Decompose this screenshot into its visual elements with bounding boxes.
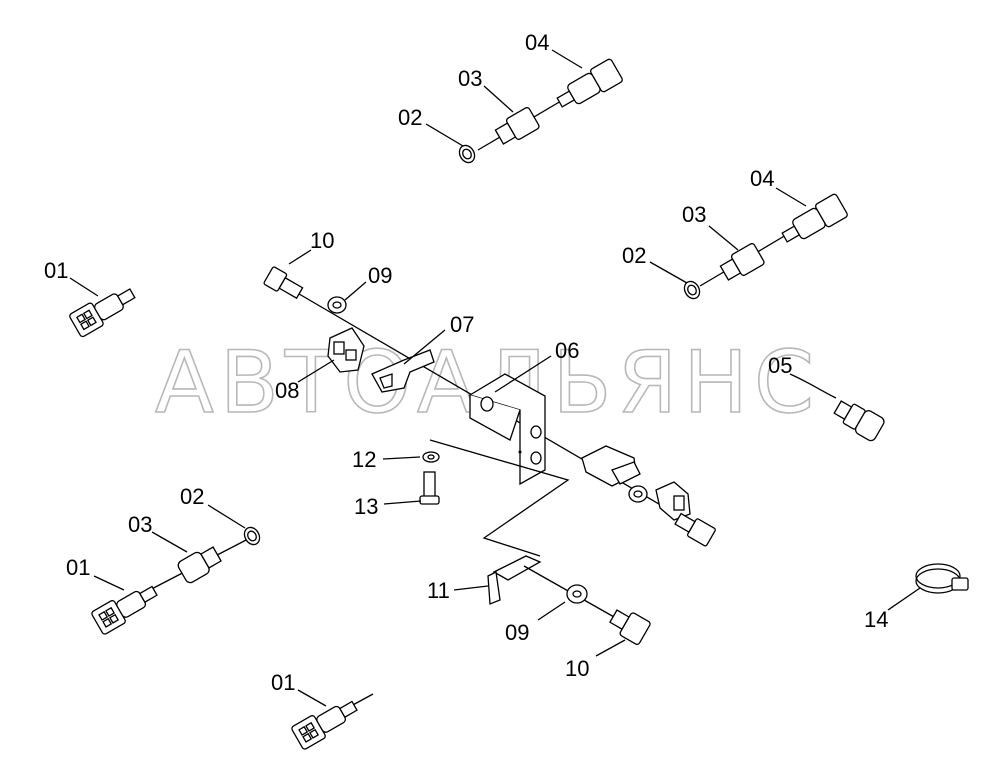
temperature-sensor-part bbox=[833, 400, 885, 442]
top-sensor-group: 02 03 04 bbox=[398, 30, 623, 164]
adapter-part bbox=[719, 243, 765, 281]
callout-label: 04 bbox=[750, 166, 774, 191]
clamp-part bbox=[327, 327, 365, 373]
callout-label: 05 bbox=[768, 353, 792, 378]
bolt-part bbox=[263, 266, 304, 300]
callout-label: 01 bbox=[271, 670, 295, 695]
callout-label: 06 bbox=[555, 338, 579, 363]
right-sensor-group: 02 03 04 bbox=[622, 166, 848, 300]
callout-label: 03 bbox=[458, 66, 482, 91]
clip-part bbox=[371, 349, 435, 393]
callout-label: 03 bbox=[128, 512, 152, 537]
pressure-sensor-part bbox=[291, 700, 358, 750]
callout-label: 14 bbox=[864, 607, 888, 632]
pressure-sensor-part bbox=[91, 585, 158, 635]
bolt-part bbox=[609, 609, 651, 645]
callout-label: 09 bbox=[368, 263, 392, 288]
bracket-assembly: 10 09 07 08 06 12 13 11 bbox=[263, 228, 716, 681]
callout-label: 03 bbox=[682, 202, 706, 227]
callout-label: 07 bbox=[450, 312, 474, 337]
callout-label: 01 bbox=[44, 258, 68, 283]
clamp-part bbox=[655, 481, 691, 521]
left-sensor-group: 02 03 01 bbox=[66, 484, 261, 635]
callout-label: 10 bbox=[310, 228, 334, 253]
callout-label: 02 bbox=[622, 243, 646, 268]
callout-label: 12 bbox=[352, 447, 376, 472]
bottom-sensor-group: 01 bbox=[271, 670, 374, 750]
hose-clamp-group: 14 bbox=[864, 563, 969, 632]
temperature-sensor-group: 05 bbox=[768, 353, 885, 442]
bolt-part bbox=[674, 512, 716, 547]
pressure-sensor-part bbox=[69, 288, 136, 338]
pressure-sensor-part bbox=[781, 193, 848, 243]
plate-part bbox=[487, 555, 542, 605]
screw-part bbox=[419, 471, 440, 505]
pressure-sensor-part bbox=[556, 58, 623, 108]
upper-left-sensor-group: 01 bbox=[44, 258, 136, 338]
callout-label: 02 bbox=[398, 105, 422, 130]
callout-label: 10 bbox=[565, 656, 589, 681]
callout-label: 02 bbox=[180, 484, 204, 509]
bracket-part bbox=[468, 373, 546, 486]
clip-part bbox=[581, 445, 641, 487]
callout-label: 01 bbox=[66, 555, 90, 580]
callout-label: 11 bbox=[427, 578, 450, 603]
adapter-part bbox=[177, 546, 222, 584]
callout-label: 08 bbox=[275, 378, 299, 403]
callout-label: 04 bbox=[525, 30, 549, 55]
adapter-part bbox=[494, 107, 540, 145]
callout-label: 13 bbox=[354, 494, 378, 519]
callout-label: 09 bbox=[505, 620, 529, 645]
